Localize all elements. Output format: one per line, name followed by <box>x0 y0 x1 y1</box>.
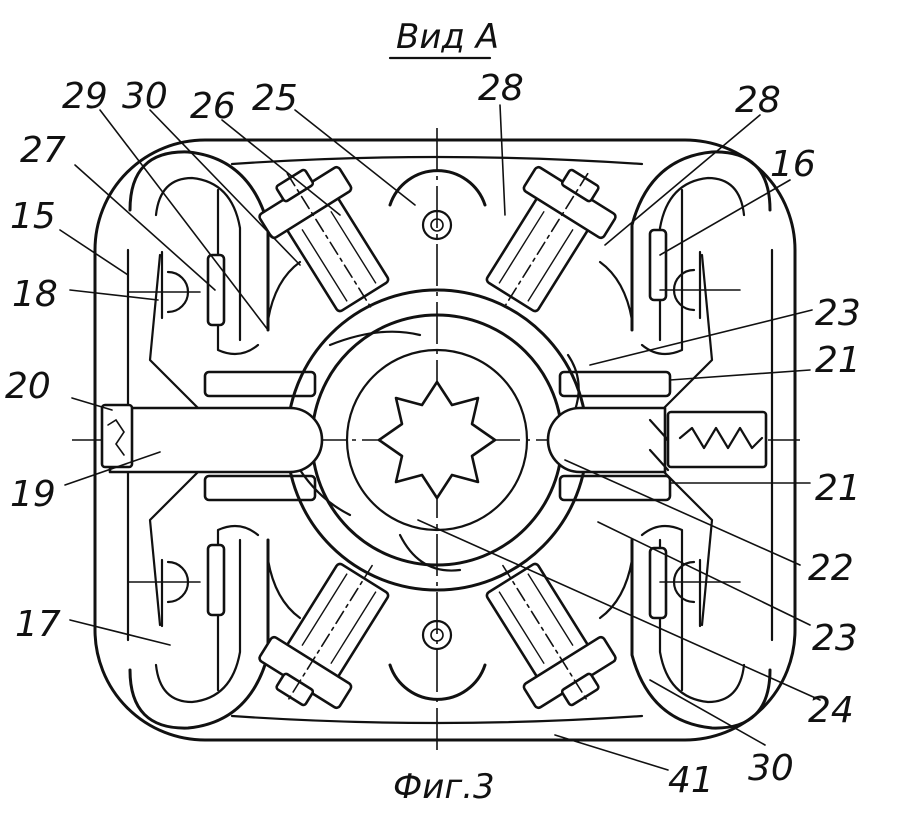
leaf-spring-right <box>659 250 741 628</box>
label-26: 26 <box>190 86 236 127</box>
label-29: 29 <box>62 76 108 117</box>
label-24: 24 <box>808 690 854 731</box>
cam-lobe-top <box>328 330 422 347</box>
pressure-sleeve-top <box>388 169 487 241</box>
label-30-bottom: 30 <box>748 748 794 789</box>
label-28-right: 28 <box>735 80 781 121</box>
label-21-top: 21 <box>815 340 861 381</box>
housing-inner-top <box>230 155 644 166</box>
brush-holder-top-left <box>258 165 390 313</box>
splined-shaft <box>377 380 497 500</box>
spring-housing-right <box>648 410 768 472</box>
label-18: 18 <box>12 274 58 315</box>
lead-top-right <box>598 260 634 322</box>
spring-housing-left <box>100 403 134 469</box>
label-15: 15 <box>10 196 56 237</box>
label-27: 27 <box>20 130 66 171</box>
leader-lines <box>59 104 821 771</box>
label-17: 17 <box>15 604 61 645</box>
label-19: 19 <box>10 474 56 515</box>
spring-loop-bottom-right <box>630 524 772 730</box>
figure-caption: Фиг.3 <box>393 767 495 807</box>
label-41: 41 <box>668 760 714 801</box>
cam-lobe-left <box>298 468 352 517</box>
brush-holder-top-right <box>485 165 617 313</box>
brush-holder-bottom-right <box>485 562 617 710</box>
cam-lobe-bottom <box>398 533 462 572</box>
rotor-hub <box>345 348 529 532</box>
plunger-right <box>546 406 667 474</box>
spring-loop-top-right <box>630 150 772 356</box>
label-23-bottom: 23 <box>812 618 858 659</box>
label-28-top: 28 <box>478 68 524 109</box>
leaf-spring-left <box>127 250 202 628</box>
label-16: 16 <box>770 144 816 185</box>
label-30-top: 30 <box>122 76 168 117</box>
spring-loop-bottom-left <box>128 524 270 730</box>
label-20: 20 <box>5 366 51 407</box>
label-23-top: 23 <box>815 293 861 334</box>
label-22: 22 <box>808 548 854 589</box>
lead-bottom-right <box>598 558 634 620</box>
guide-rail-left-top <box>203 370 317 398</box>
lead-bottom-left <box>266 558 302 620</box>
housing-inner-bottom <box>230 714 644 725</box>
label-21-bottom: 21 <box>815 468 861 509</box>
brush-holder-bottom-left <box>258 562 390 710</box>
view-title: Вид А <box>396 17 499 57</box>
plunger-left <box>108 406 324 474</box>
housing-outline <box>93 138 797 742</box>
pressure-sleeve-bottom <box>388 619 487 701</box>
cam-lobe-right <box>566 353 580 412</box>
lead-top-left <box>266 260 302 322</box>
guide-rail-right-top <box>558 370 672 398</box>
label-25: 25 <box>252 78 298 119</box>
spring-loop-top-left <box>128 150 270 356</box>
